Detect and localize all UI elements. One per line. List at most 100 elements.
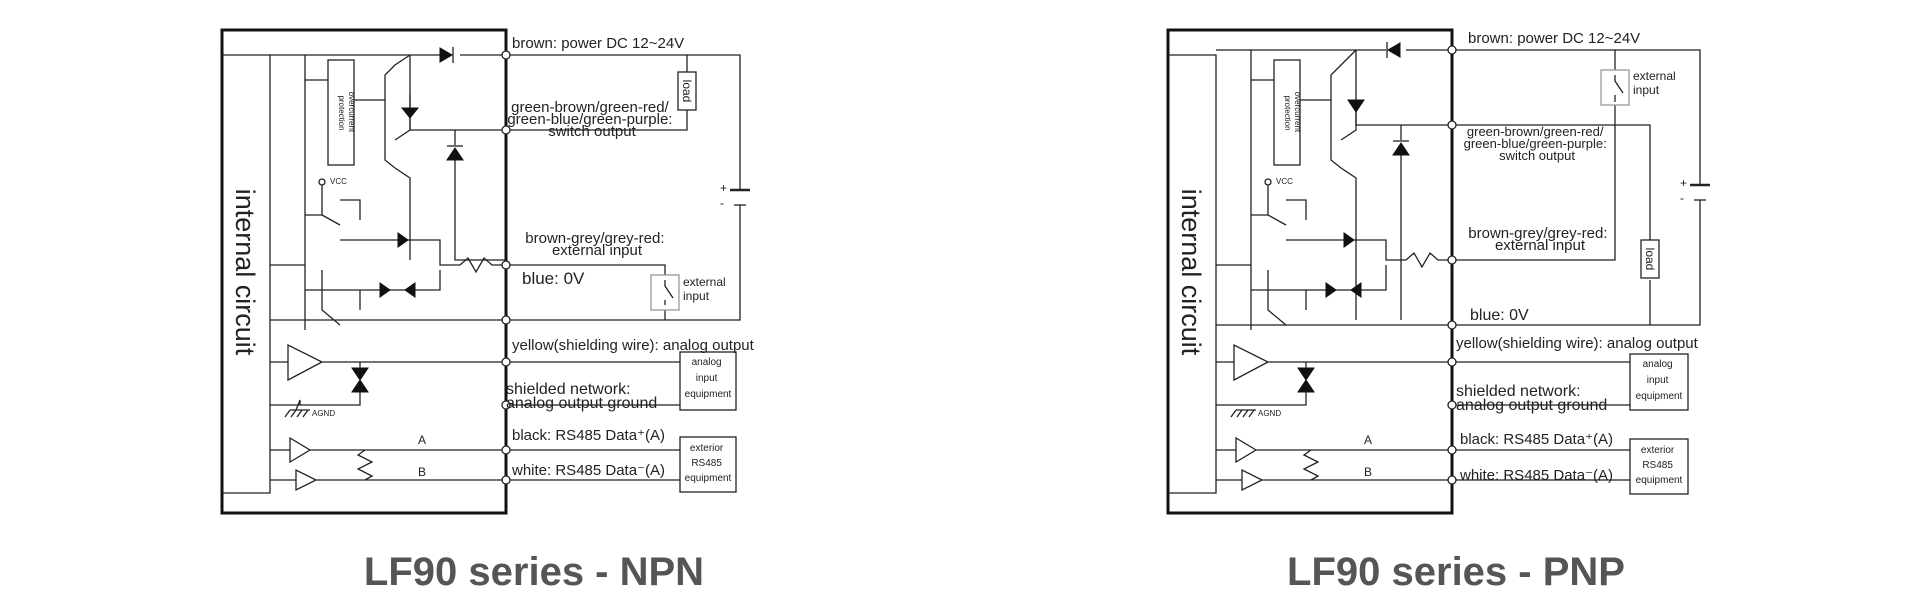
svg-text:green-brown/green-red/ g: green-brown/green-red/ green-blue/green-… <box>1464 124 1611 163</box>
npn-yellow-label: yellow(shielding wire): analog output <box>512 337 755 354</box>
pnp-rs485-transceiver-icon <box>1216 436 1452 492</box>
npn-battery-loop <box>510 54 741 321</box>
npn-overcurrent-line2: protection <box>337 95 346 130</box>
svg-text:overcurrent protection: overcurrent protection <box>1283 92 1302 135</box>
pnp-external-input-line1: external <box>1633 69 1676 83</box>
npn-module-outline <box>220 28 508 515</box>
pnp-input-resistor <box>1405 251 1452 269</box>
npn-internal-branch <box>304 55 328 330</box>
pnp-terminal-white <box>1447 475 1457 485</box>
pnp-zener-icon <box>1392 142 1410 156</box>
pnp-black-label: black: RS485 Data⁺(A) <box>1460 431 1613 448</box>
pnp-bus-a-label: A <box>1364 433 1372 447</box>
svg-text:brown-grey/grey-red: ext: brown-grey/grey-red: external input <box>1468 225 1611 254</box>
npn-blue-label: blue: 0V <box>522 269 585 288</box>
svg-text:analog input equip: analog input equipment <box>685 357 732 400</box>
pnp-yellow-label: yellow(shielding wire): analog output <box>1456 335 1699 352</box>
pnp-analog-equipment-box <box>1629 353 1689 411</box>
pnp-internal-circuit-block <box>1168 54 1217 494</box>
pnp-input-diode-icon <box>1343 232 1355 248</box>
npn-vcc-label: VCC <box>330 177 347 186</box>
svg-text:+: + <box>1680 176 1687 190</box>
npn-brown-label: brown: power DC 12~24V <box>512 35 684 52</box>
npn-bus-a-label: A <box>418 433 426 447</box>
svg-text:+: + <box>720 181 727 195</box>
pnp-output-transistors <box>1300 49 1357 141</box>
npn-switch-icon <box>664 280 674 305</box>
pnp-terminal-extinput <box>1447 255 1457 265</box>
npn-terminal-blue <box>501 315 511 325</box>
pnp-battery-loop <box>1456 49 1701 326</box>
pnp-terminal-shield <box>1447 400 1457 410</box>
npn-analog-amplifier-icon <box>270 343 506 382</box>
npn-agnd-icon <box>284 409 310 418</box>
npn-terminal-white <box>501 475 511 485</box>
svg-text:overcurrent protection: overcurrent protection <box>337 92 356 135</box>
svg-text:shielded network: analog: shielded network: analog output ground <box>506 381 657 412</box>
pnp-switch-icon <box>1614 75 1624 102</box>
npn-overcurrent-line1: overcurrent <box>347 92 356 133</box>
pnp-terminal-blue <box>1447 320 1457 330</box>
npn-internal-circuit-label: internal circuit <box>230 189 260 356</box>
npn-input-diode-icon <box>397 232 409 248</box>
pnp-agnd-icon <box>1230 409 1256 418</box>
npn-input-diode2-icon <box>404 282 416 298</box>
pnp-internal-circuit-label: internal circuit <box>1176 189 1206 356</box>
npn-internal-circuit-block <box>222 54 271 494</box>
svg-text:external input: external input <box>1633 69 1679 97</box>
pnp-title: LF90 series - PNP <box>1287 550 1625 594</box>
svg-text:analog input equip: analog input equipment <box>1636 359 1683 402</box>
pnp-zener2-icon <box>1325 282 1337 298</box>
npn-input-resistor <box>459 256 506 274</box>
npn-agnd-label: AGND <box>312 409 335 418</box>
npn-white-label: white: RS485 Data⁻(A) <box>511 462 665 479</box>
pnp-input-diode2-icon <box>1350 282 1362 298</box>
npn-terminal-extinput <box>501 260 511 270</box>
pnp-blue-label: blue: 0V <box>1470 307 1529 324</box>
pnp-output-diode-icon <box>1347 99 1365 113</box>
npn-zener-icon <box>446 147 464 161</box>
pnp-load-box <box>1640 239 1660 279</box>
pnp-overcurrent-box <box>1273 59 1301 166</box>
npn-rs485-equipment-box <box>679 436 737 493</box>
pnp-external-input-line2: input <box>1633 83 1660 97</box>
pnp-bus-b-label: B <box>1364 465 1372 479</box>
npn-output-transistors <box>354 54 411 141</box>
npn-external-input-line1: external <box>683 275 726 289</box>
pnp-load-label: load <box>1643 248 1657 271</box>
pnp-rs485-resistor <box>1302 449 1320 481</box>
npn-analog-equipment-box <box>679 351 737 411</box>
npn-bus-b-label: B <box>418 465 426 479</box>
pnp-load-loop <box>1456 124 1651 325</box>
pnp-agnd-label: AGND <box>1258 409 1281 418</box>
svg-text:brown-grey/grey-red: ext: brown-grey/grey-red: external input <box>525 230 668 259</box>
pnp-terminal-yellow <box>1447 357 1457 367</box>
svg-text:exterior RS485 equ: exterior RS485 equipment <box>1636 445 1683 486</box>
svg-text:green-brown/green-red/ g: green-brown/green-red/ green-blue/green-… <box>507 99 676 140</box>
pnp-module-outline <box>1166 28 1454 515</box>
npn-load-box <box>677 71 697 111</box>
svg-text:-: - <box>1680 191 1684 205</box>
npn-diagram: internal circuit overcurrent protection … <box>220 28 755 594</box>
pnp-brown-label: brown: power DC 12~24V <box>1468 30 1640 47</box>
npn-terminal-black <box>501 445 511 455</box>
pnp-analog-amplifier-icon <box>1216 343 1452 382</box>
pnp-terminal-black <box>1447 445 1457 455</box>
svg-text:exterior RS485 equ: exterior RS485 equipment <box>685 443 732 484</box>
npn-input-transistor-top <box>305 185 400 241</box>
pnp-terminal-switch <box>1447 120 1457 130</box>
npn-terminal-yellow <box>501 357 511 367</box>
pnp-rs485-equipment-box <box>1629 438 1689 495</box>
pnp-vcc-label: VCC <box>1276 177 1293 186</box>
npn-zener2-icon <box>379 282 391 298</box>
pnp-white-label: white: RS485 Data⁻(A) <box>1459 467 1613 484</box>
npn-overcurrent-box <box>327 59 355 166</box>
npn-external-input-line2: input <box>683 289 710 303</box>
pnp-terminal-brown <box>1447 45 1457 55</box>
npn-power-diode-icon <box>439 47 453 63</box>
npn-load-label: load <box>680 80 694 103</box>
pnp-power-diode-icon <box>1387 42 1401 58</box>
npn-rs485-resistor <box>356 449 374 481</box>
npn-tvs-diode-icon <box>351 367 369 381</box>
